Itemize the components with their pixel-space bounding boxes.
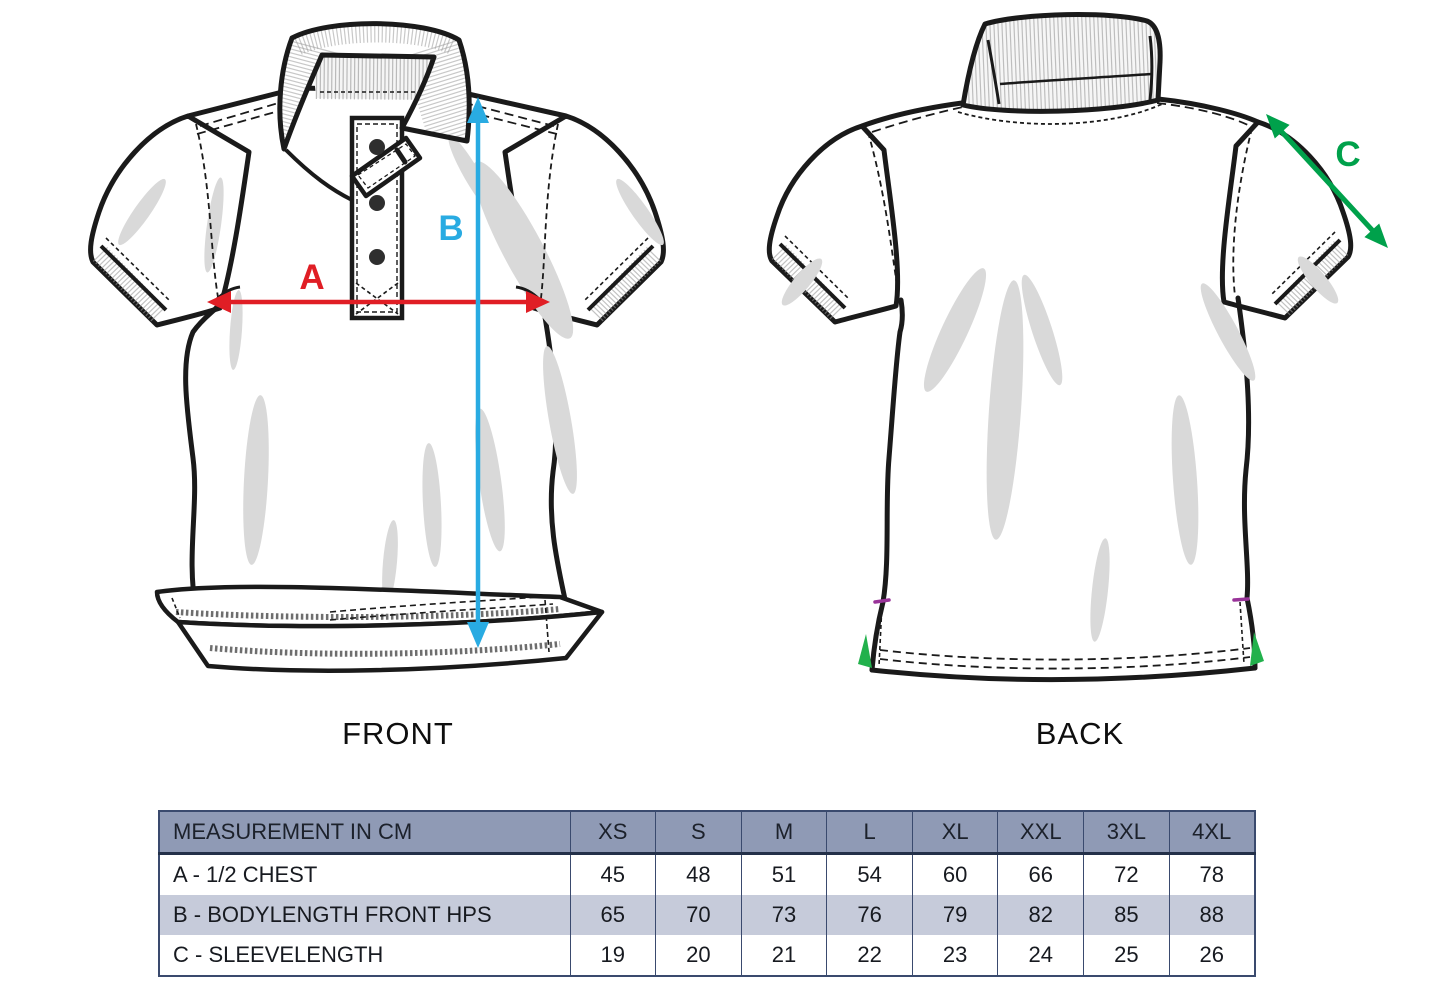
value-cell: 51	[740, 853, 827, 895]
back-view-label: BACK	[1035, 716, 1125, 751]
header-size-4xl: 4XL	[1168, 811, 1255, 855]
table-row-a-half-chest: A - 1/2 CHEST 45 48 51 54 60 66 72 78	[159, 853, 1255, 895]
header-size-l: L	[826, 811, 913, 855]
front-collar	[277, 21, 472, 152]
row-label: A - 1/2 CHEST	[173, 862, 318, 887]
table-row-c-sleevelength: C - SLEEVELENGTH 19 20 21 22 23 24 25 26	[159, 935, 1255, 976]
header-size-m: M	[740, 811, 827, 855]
header-size-3xl: 3XL	[1083, 811, 1170, 855]
row-label: B - BODYLENGTH FRONT HPS	[159, 895, 570, 935]
measurement-label-a: A	[299, 258, 325, 297]
front-placket	[284, 115, 423, 321]
value-cell: 23	[911, 935, 998, 976]
back-collar	[960, 12, 1163, 114]
back-shading	[781, 256, 1339, 642]
back-polo-drawing	[766, 12, 1354, 683]
value-cell: 20	[655, 935, 742, 976]
header-size-xxl: XXL	[997, 811, 1084, 855]
header-size-xs: XS	[569, 811, 656, 855]
value-cell: 82	[997, 895, 1084, 935]
value-cell: 54	[826, 853, 913, 895]
placket-buttons	[369, 139, 385, 265]
value-cell: 21	[740, 935, 827, 976]
value-cell: 25	[1083, 935, 1170, 976]
measurement-arrow-b	[467, 97, 489, 648]
value-cell: 79	[911, 895, 998, 935]
header-size-s: S	[655, 811, 742, 855]
value-cell: 73	[740, 895, 827, 935]
measurement-label-b: B	[438, 209, 464, 248]
measurement-arrow-c	[1266, 114, 1388, 248]
value-cell: 70	[655, 895, 742, 935]
value-cell: 19	[569, 935, 656, 976]
value-cell: 85	[1083, 895, 1170, 935]
value-cell: 48	[655, 853, 742, 895]
front-hem	[154, 584, 605, 673]
table-row-b-bodylength: B - BODYLENGTH FRONT HPS 65 70 73 76 79 …	[159, 895, 1255, 935]
front-shading	[118, 135, 664, 604]
table-header-row: MEASUREMENT IN CM XS S M L XL XXL 3XL 4X…	[159, 811, 1255, 855]
front-view-label: FRONT	[342, 716, 454, 751]
header-measurement-in-cm: MEASUREMENT IN CM	[159, 811, 570, 855]
value-cell: 26	[1168, 935, 1255, 976]
row-label: C - SLEEVELENGTH	[173, 942, 384, 967]
value-cell: 88	[1168, 895, 1255, 935]
value-cell: 60	[911, 853, 998, 895]
value-cell: 66	[997, 853, 1084, 895]
value-cell: 22	[826, 935, 913, 976]
value-cell: 78	[1168, 853, 1255, 895]
front-polo-drawing	[88, 21, 666, 673]
header-size-xl: XL	[911, 811, 998, 855]
value-cell: 24	[997, 935, 1084, 976]
size-measurement-table: MEASUREMENT IN CM XS S M L XL XXL 3XL 4X…	[158, 810, 1256, 977]
value-cell: 65	[569, 895, 656, 935]
value-cell: 45	[569, 853, 656, 895]
value-cell: 72	[1083, 853, 1170, 895]
measurement-label-c: C	[1335, 135, 1361, 174]
value-cell: 76	[826, 895, 913, 935]
back-side-slits	[858, 597, 1264, 668]
